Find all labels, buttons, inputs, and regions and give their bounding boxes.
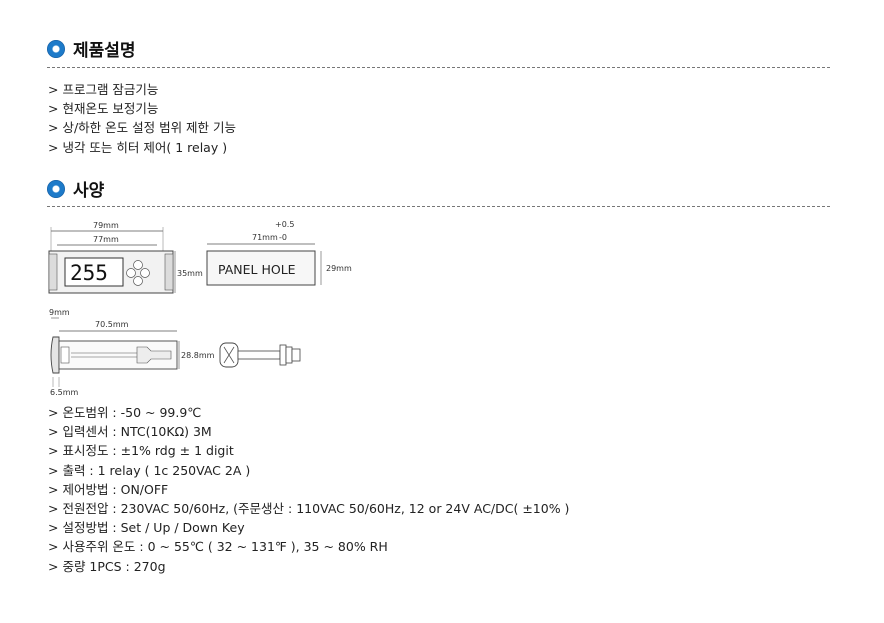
front-view: 79mm 77mm 255 35mm bbox=[48, 221, 203, 294]
list-item: > 상/하한 온도 설정 범위 제한 기능 bbox=[48, 120, 237, 136]
description-list: > 프로그램 잠금기능 > 현재온도 보정기능 > 상/하한 온도 설정 범위 … bbox=[48, 80, 236, 157]
list-item: > 설정방법 : Set / Up / Down Key bbox=[48, 520, 245, 536]
button-icon bbox=[133, 276, 143, 286]
section-header-spec: 사양 bbox=[47, 176, 104, 201]
height-front-label: 35mm bbox=[177, 269, 203, 278]
list-item: > 제어방법 : ON/OFF bbox=[48, 481, 169, 497]
tolerance-minus-label: -0 bbox=[279, 233, 287, 242]
dimension-drawing: 79mm 77mm 255 35mm +0.5 71mm -0 PANEL HO… bbox=[48, 220, 352, 397]
tolerance-plus-label: +0.5 bbox=[275, 220, 294, 229]
section-divider bbox=[47, 206, 830, 207]
display-value: 255 bbox=[70, 261, 108, 285]
side-front-label: 6.5mm bbox=[50, 388, 79, 397]
panel-hole-height-label: 29mm bbox=[326, 264, 352, 273]
circle-bullet-icon bbox=[47, 179, 65, 198]
button-icon bbox=[126, 268, 136, 278]
button-icon bbox=[140, 268, 150, 278]
list-item: > 중량 1PCS : 270g bbox=[48, 558, 166, 574]
list-item: > 프로그램 잠금기능 bbox=[48, 82, 159, 97]
side-bezel-label: 9mm bbox=[49, 308, 70, 317]
section-divider bbox=[47, 67, 830, 68]
side-depth-label: 70.5mm bbox=[95, 320, 129, 329]
side-height-label: 28.8mm bbox=[181, 351, 215, 360]
spec-list: > 온도범위 : -50 ~ 99.9℃ > 입력센서 : NTC(10KΩ) … bbox=[48, 403, 569, 576]
list-item: > 현재온도 보정기능 bbox=[48, 101, 159, 117]
list-item: > 사용주위 온도 : 0 ~ 55℃ ( 32 ~ 131℉ ), 35 ~ … bbox=[48, 539, 388, 555]
button-icon bbox=[133, 260, 143, 270]
dimension-diagram: 79mm 77mm 255 35mm +0.5 71mm -0 PANEL HO… bbox=[47, 217, 357, 402]
panel-hole-view: +0.5 71mm -0 PANEL HOLE 29mm bbox=[206, 220, 352, 286]
panel-hole-width-label: 71mm bbox=[252, 233, 278, 242]
list-item: > 냉각 또는 히터 제어( 1 relay ) bbox=[48, 139, 228, 155]
list-item: > 온도범위 : -50 ~ 99.9℃ bbox=[48, 405, 202, 420]
list-item: > 출력 : 1 relay ( 1c 250VAC 2A ) bbox=[48, 462, 251, 478]
section-header-description: 제품설명 bbox=[47, 36, 136, 61]
side-view: 9mm 70.5mm 28.8mm 6.5mm bbox=[49, 308, 301, 397]
list-item: > 전원전압 : 230VAC 50/60Hz, (주문생산 : 110VAC … bbox=[48, 501, 570, 517]
list-item: > 표시정도 : ±1% rdg ± 1 digit bbox=[48, 443, 234, 459]
panel-hole-label: PANEL HOLE bbox=[218, 262, 296, 277]
section-title-spec: 사양 bbox=[73, 181, 105, 201]
width-outer-label: 79mm bbox=[93, 221, 119, 230]
circle-bullet-icon bbox=[47, 39, 65, 58]
width-inner-label: 77mm bbox=[93, 235, 119, 244]
list-item: > 입력센서 : NTC(10KΩ) 3M bbox=[48, 424, 212, 440]
section-title-description: 제품설명 bbox=[73, 41, 136, 61]
